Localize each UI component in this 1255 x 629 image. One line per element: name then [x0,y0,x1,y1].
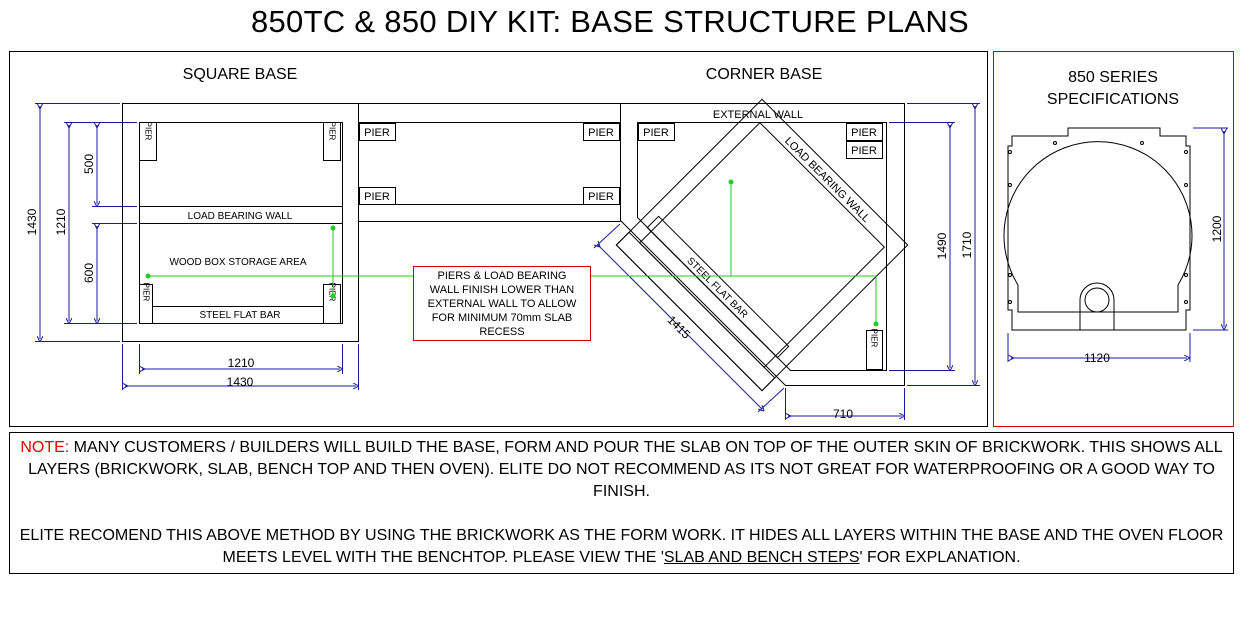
corner-pier-3 [846,141,883,159]
spec-width: 1120 [1084,351,1110,365]
pier-top-right-label: PIER [328,122,337,141]
leader-dots [145,179,879,327]
corner-pier-4 [866,330,883,370]
slab-and-bench-steps-link[interactable]: SLAB AND BENCH STEPS [663,549,860,566]
recommend-end: ' FOR EXPLANATION. [859,549,1021,566]
corner-pier-3-label: PIER [851,145,877,157]
dim-square-upper: 500 [82,154,96,174]
pier-bottom-left [139,284,153,324]
corner-pier-1 [638,123,675,141]
wood-box-label: WOOD BOX STORAGE AREA [169,257,306,268]
dim-corner-outer-height: 1710 [960,231,974,258]
load-bearing-wall-label: LOAD BEARING WALL [188,211,293,222]
load-bearing-wall [139,206,343,224]
pier-top-left [139,122,157,161]
dim-square-inner-height: 1210 [54,208,68,235]
external-wall-label: EXTERNAL WALL [713,109,803,121]
note-label: NOTE: [20,439,70,456]
pier-bottom-right-label: PIER [328,283,337,302]
connector-pier-4-label: PIER [588,191,614,203]
connector-pier-2 [583,123,620,141]
note-text: MANY CUSTOMERS / BUILDERS WILL BUILD THE… [28,439,1223,500]
connector-pier-3-label: PIER [364,191,390,203]
callout-line-2: WALL FINISH LOWER THAN [430,284,575,296]
connector-pier-4 [583,187,620,205]
recommend-text: ELITE RECOMEND THIS ABOVE METHOD BY USIN… [19,527,1224,566]
square-base: SQUARE BASE LOAD BEARING WALL WOOD BOX S… [25,66,359,390]
main-panel-frame [9,51,988,427]
callout-line-1: PIERS & LOAD BEARING [438,270,567,282]
dim-square-inner-width: 1210 [228,356,255,370]
connector-pier-3 [359,187,396,205]
dim-corner-inner-height: 1490 [935,232,949,259]
callout-line-5: RECESS [479,326,524,338]
spec-drawing: 850 SERIES SPECIFICATIONS 1120 1200 [1003,69,1228,365]
connector: PIER PIER PIER PIER [358,103,621,222]
callout-box [413,266,591,341]
corner-pier-1-label: PIER [643,127,669,139]
corner-pier-4-label: PIER [870,329,879,348]
pier-bottom-left-label: PIER [142,283,151,302]
corner-base-heading: CORNER BASE [706,66,822,83]
square-base-outer-wall [122,103,359,342]
square-base-heading: SQUARE BASE [183,66,298,83]
recommend-paragraph: ELITE RECOMEND THIS ABOVE METHOD BY USIN… [10,525,1233,569]
callout-line-4: FOR MINIMUM 70mm SLAB [432,312,573,324]
callout-leaders [148,182,877,324]
note-paragraph: NOTE: MANY CUSTOMERS / BUILDERS WILL BUI… [10,437,1233,503]
pier-bottom-right [323,284,341,324]
corner-steel-flat-bar-label: STEEL FLAT BAR [684,256,749,321]
callout-text: PIERS & LOAD BEARING WALL FINISH LOWER T… [428,270,577,338]
spec-height: 1200 [1210,215,1224,242]
spec-panel-frame [993,51,1234,427]
connector-pier-2-label: PIER [588,127,614,139]
corner-pier-2 [846,123,883,141]
spec-heading-2: SPECIFICATIONS [1047,91,1179,108]
connector-pier-1-label: PIER [364,127,390,139]
steel-flat-bar-label: STEEL FLAT BAR [200,310,281,321]
dim-square-outer-height: 1430 [25,208,39,235]
dim-square-lower: 600 [82,263,96,283]
connector-pier-1 [359,123,396,141]
dim-square-outer-width: 1430 [227,375,254,389]
notes-panel: NOTE: MANY CUSTOMERS / BUILDERS WILL BUI… [9,432,1234,574]
corner-base: CORNER BASE EXTERNAL WALL PIER PIER PIER… [593,66,980,421]
corner-pier-2-label: PIER [851,127,877,139]
page-title: 850TC & 850 DIY KIT: BASE STRUCTURE PLAN… [250,4,970,39]
pier-top-left-label: PIER [144,122,153,141]
pier-top-right [323,122,341,161]
callout-line-3: EXTERNAL WALL TO ALLOW [428,298,577,310]
dim-corner-bottom: 710 [833,407,853,421]
spec-heading-1: 850 SERIES [1068,69,1158,86]
